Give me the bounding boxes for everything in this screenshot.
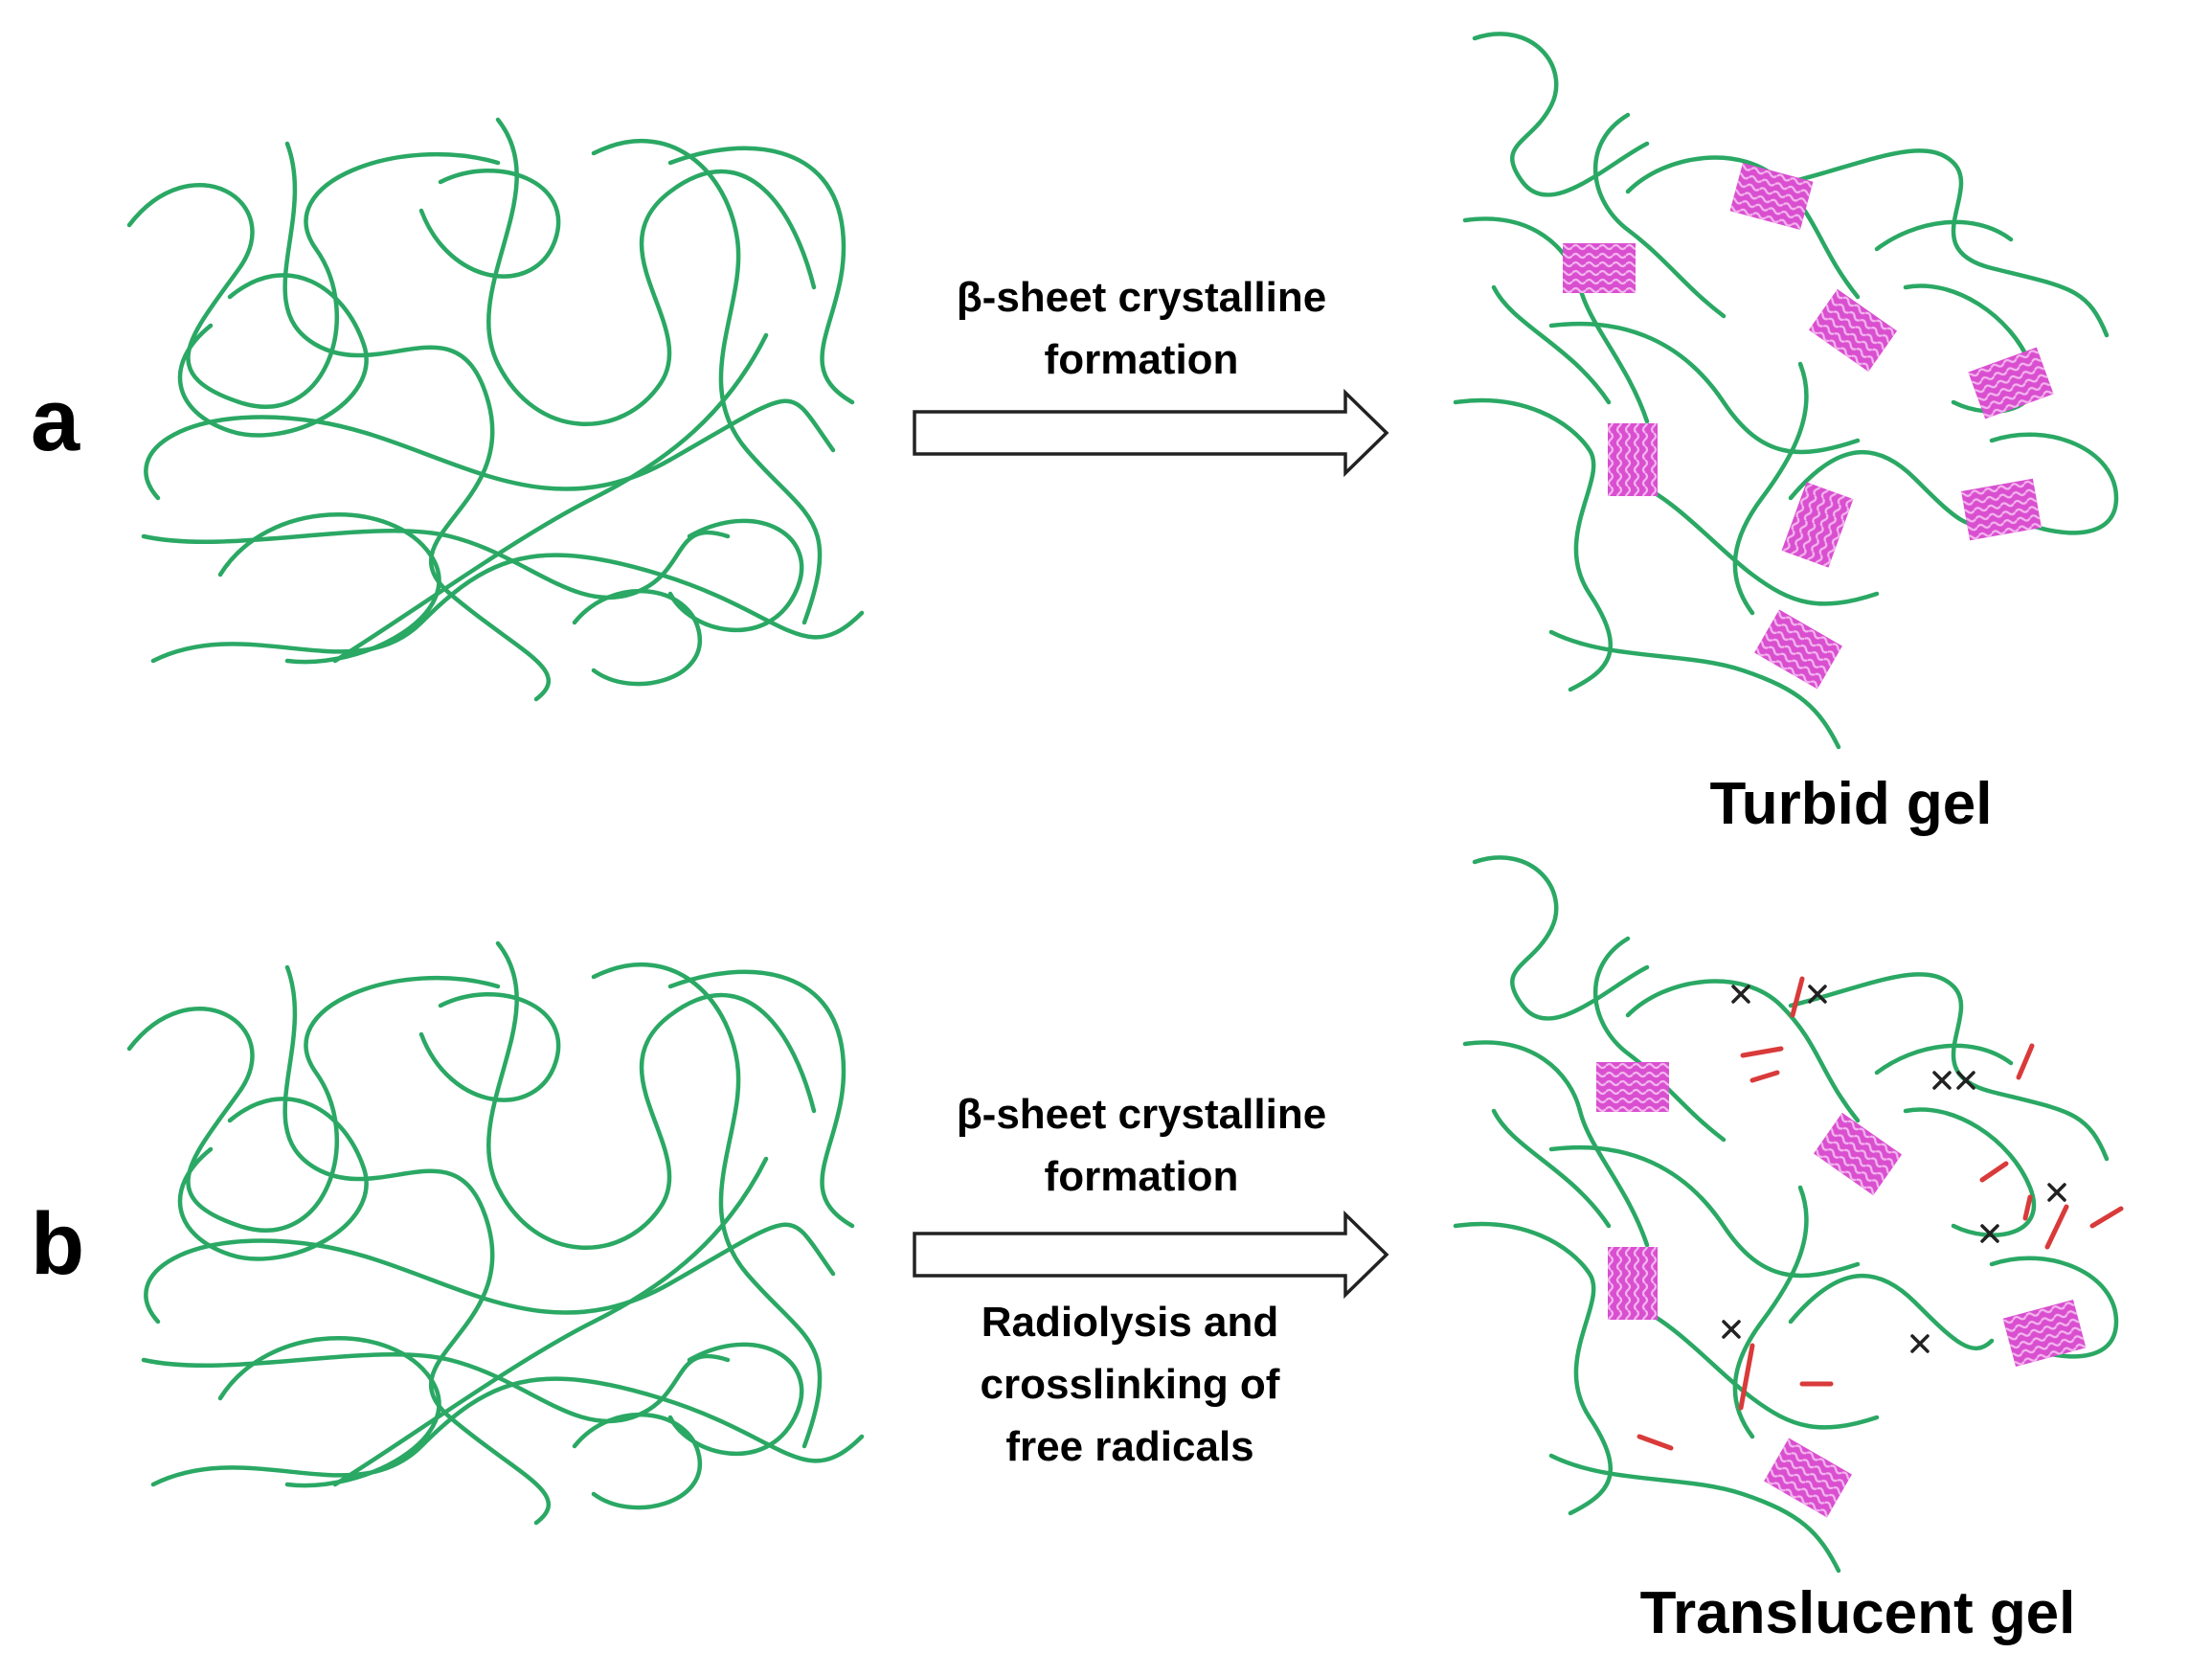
beta-sheet-crystallite-icon — [1808, 288, 1898, 373]
crosslink-bonds — [1636, 976, 2124, 1451]
beta-sheet-crystallite-icon — [1729, 163, 1814, 230]
panel-b-extra-line-2: crosslinking of — [981, 1361, 1280, 1408]
crosslink-bond-icon — [2016, 1043, 2035, 1080]
panel-b-label: b — [31, 1195, 84, 1293]
panel-b: b β-sheet crystalline formation Radiolys… — [31, 857, 2124, 1646]
panel-b-extra-line-3: free radicals — [1005, 1423, 1253, 1470]
free-radical-x-icon — [1910, 1334, 1930, 1353]
panel-a-result-label: Turbid gel — [1709, 771, 1992, 837]
free-radical-x-icon — [1808, 985, 1827, 1004]
panel-b-process-line-1: β-sheet crystalline — [957, 1091, 1326, 1138]
beta-sheet-crystallite-icon — [1608, 1247, 1658, 1320]
panel-a: a β-sheet crystalline formation Turbid g… — [31, 34, 2116, 837]
beta-sheet-crystallite-icon — [1596, 1062, 1669, 1112]
beta-sheet-crystallite-icon — [1754, 609, 1842, 690]
panel-b-process-line-2: formation — [1045, 1153, 1239, 1200]
free-radicals — [1722, 985, 2066, 1353]
free-radical-x-icon — [1932, 1071, 1952, 1090]
free-radical-x-icon — [1980, 1224, 1999, 1243]
panel-a-process-arrow-icon — [913, 388, 1389, 478]
panel-a-label: a — [31, 372, 80, 469]
crosslink-bond-icon — [1738, 1343, 1755, 1411]
crosslink-bond-icon — [1740, 1046, 1784, 1058]
panel-b-polymer-network — [129, 943, 862, 1523]
crosslink-bond-icon — [2044, 1204, 2069, 1250]
beta-sheet-crystallite-icon — [1961, 478, 2042, 541]
panel-a-polymer-network — [129, 120, 862, 699]
beta-sheet-crystallite-icon — [1968, 347, 2054, 419]
beta-sheet-crystallite-icon — [1813, 1112, 1903, 1196]
free-radical-x-icon — [2047, 1183, 2066, 1202]
panel-b-translucent-gel-network — [1456, 857, 2124, 1571]
crosslink-bond-icon — [2022, 1194, 2033, 1221]
panel-b-extra-line-1: Radiolysis and — [982, 1299, 1279, 1346]
crosslink-bond-icon — [1790, 976, 1805, 1018]
beta-sheet-crystallite-icon — [1608, 423, 1658, 496]
beta-sheet-crystallite-icon — [1563, 243, 1636, 293]
panel-a-process-line-1: β-sheet crystalline — [957, 274, 1326, 321]
panel-b-result-label: Translucent gel — [1640, 1580, 2076, 1646]
panel-a-process-line-2: formation — [1045, 336, 1239, 383]
panel-a-turbid-gel-network — [1456, 34, 2116, 747]
crosslink-bond-icon — [1749, 1070, 1780, 1083]
free-radical-x-icon — [1956, 1071, 1975, 1090]
crosslink-bond-icon — [1979, 1161, 2009, 1183]
free-radical-x-icon — [1722, 1320, 1741, 1339]
panel-b-process-arrow-icon — [913, 1210, 1389, 1300]
crosslink-bond-icon — [1636, 1434, 1674, 1451]
free-radical-x-icon — [1731, 985, 1750, 1004]
crosslink-bond-icon — [2089, 1206, 2124, 1229]
